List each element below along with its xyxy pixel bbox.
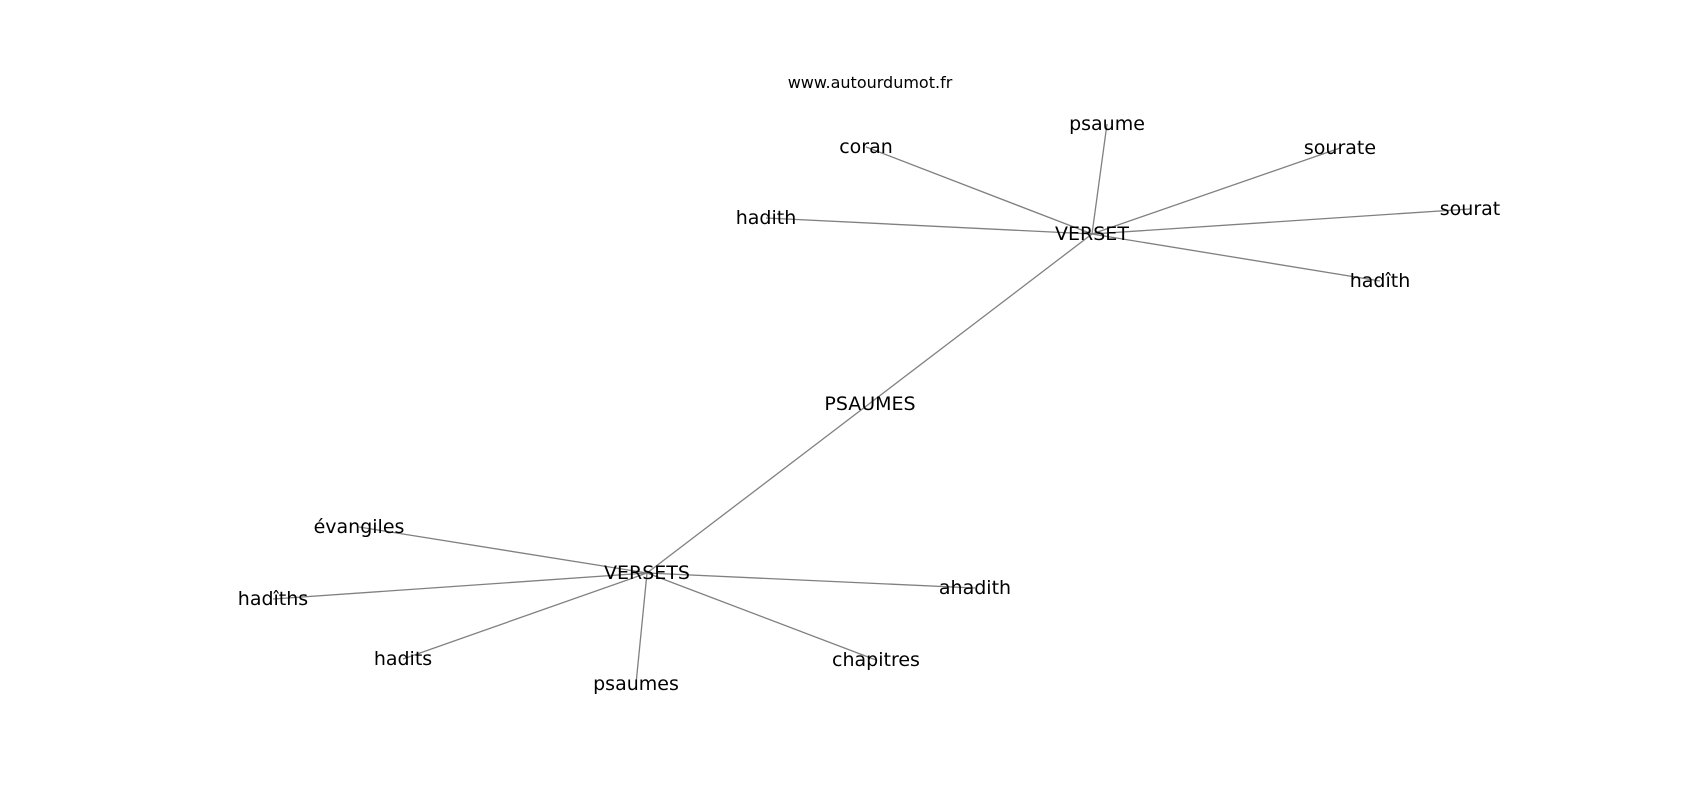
edges-group [272,123,1471,685]
edge-verset-hadith [765,217,1093,235]
node-coran[interactable]: coran [839,136,893,158]
node-chapitres[interactable]: chapitres [832,649,920,671]
site-label: www.autourdumot.fr [788,73,953,92]
edge-versets-hadits [402,572,648,660]
edge-versets-ahadith [646,572,976,589]
edge-verset-versets [646,233,1093,574]
nodes-group: PSAUMES VERSET VERSETS coran psaume sourate so… [238,113,1500,695]
node-psaume[interactable]: psaume [1069,113,1145,135]
node-psaumes_leaf[interactable]: psaumes [593,673,679,695]
node-hadits[interactable]: hadits [374,648,432,670]
edge-versets-evangiles [358,526,648,574]
node-sourat[interactable]: sourat [1440,198,1500,220]
node-hadith_circ[interactable]: hadîth [1350,270,1411,292]
edge-versets-psaumes_leaf [635,572,648,685]
edge-verset-psaume [1091,123,1108,235]
edge-verset-sourate [1091,147,1341,235]
node-hadith[interactable]: hadith [736,207,797,229]
edge-verset-coran [865,146,1093,235]
node-ahadith[interactable]: ahadith [939,577,1011,599]
node-hadiths_circ[interactable]: hadîths [238,588,308,610]
edge-verset-sourat [1091,208,1471,235]
node-sourate[interactable]: sourate [1304,137,1376,159]
node-evangiles[interactable]: évangiles [314,516,405,538]
edge-verset-hadith_circ [1091,233,1381,282]
node-verset[interactable]: VERSET [1055,223,1129,245]
edge-versets-chapitres [646,572,877,661]
node-versets[interactable]: VERSETS [604,562,690,584]
node-psaumes_center[interactable]: PSAUMES [824,393,915,415]
edge-versets-hadiths_circ [272,572,648,600]
